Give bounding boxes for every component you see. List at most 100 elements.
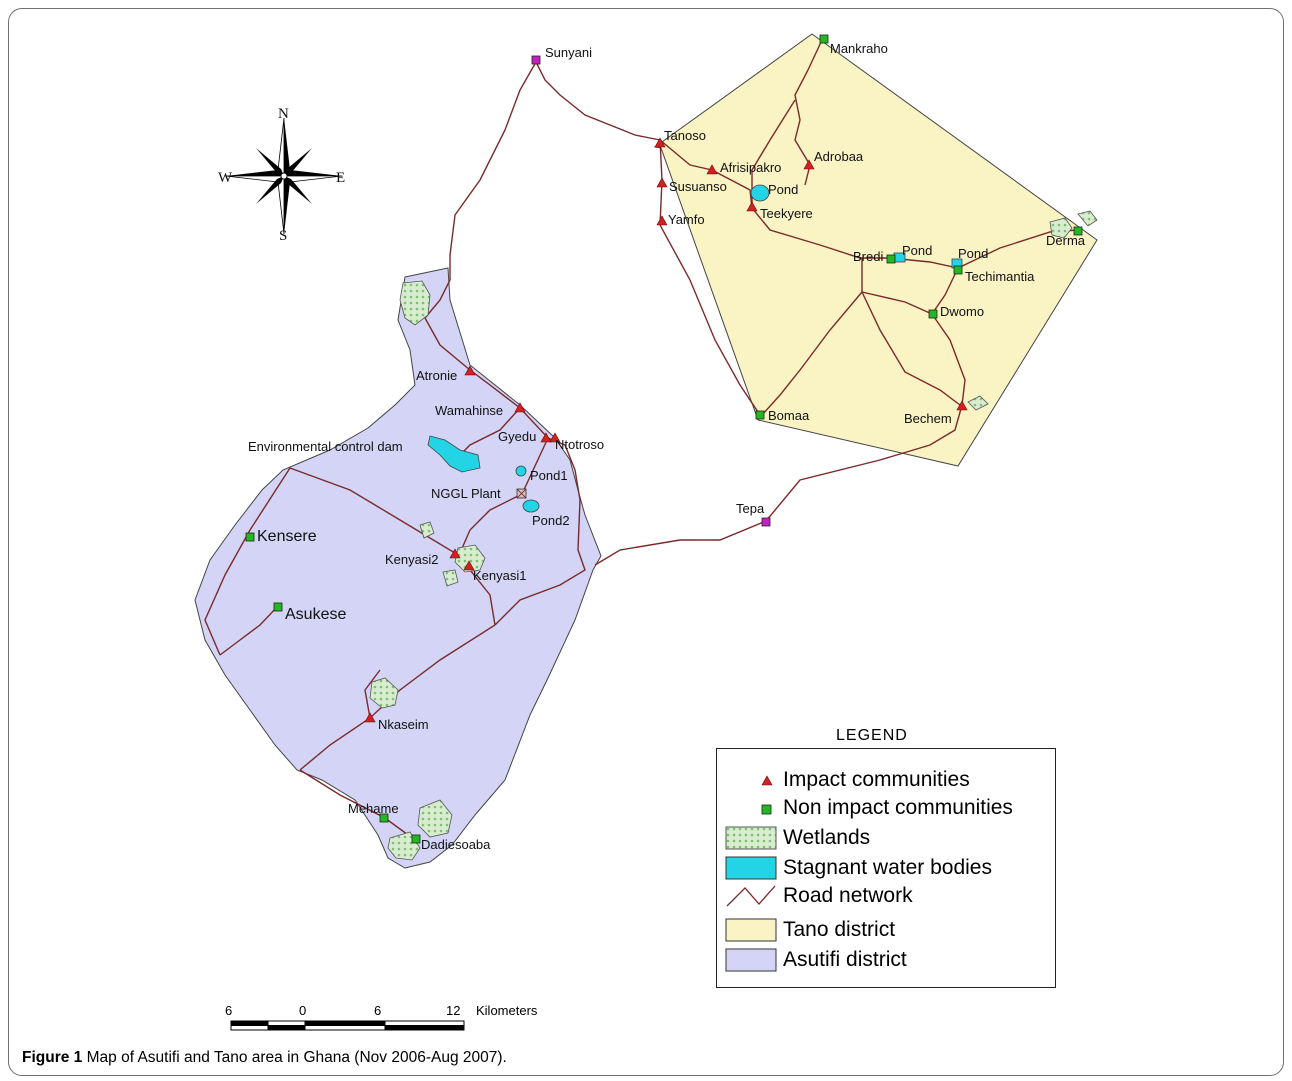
marker-atronie xyxy=(464,365,476,376)
water-fill-icon xyxy=(725,856,777,880)
marker-nggl-plant xyxy=(516,488,527,499)
legend-label-roads: Road network xyxy=(783,884,913,907)
marker-dadiesoaba xyxy=(411,834,421,844)
figure-frame xyxy=(8,8,1284,1076)
marker-tanoso xyxy=(654,137,666,148)
marker-adrobaa xyxy=(803,159,815,170)
marker-kensere xyxy=(245,532,255,542)
green-square-icon xyxy=(761,804,772,815)
marker-kenyasi2 xyxy=(449,548,461,559)
legend-item-water: Stagnant water bodies xyxy=(717,855,1055,883)
label-bredi: Bredi xyxy=(853,249,883,264)
label-pond2: Pond2 xyxy=(532,513,570,528)
scale-tick-6-left: 6 xyxy=(225,1003,233,1018)
town-markers xyxy=(516,55,771,527)
label-gyedu: Gyedu xyxy=(498,429,536,444)
marker-asukese xyxy=(273,602,283,612)
label-mankraho: Mankraho xyxy=(830,41,888,56)
compass-west-label: W xyxy=(218,170,233,186)
label-dwomo: Dwomo xyxy=(940,304,984,319)
legend-label-non-impact: Non impact communities xyxy=(783,796,1013,819)
label-pond-bredi: Pond xyxy=(902,243,932,258)
marker-bomaa xyxy=(755,410,765,420)
non-impact-community-markers xyxy=(245,34,1083,844)
label-techimantia: Techimantia xyxy=(965,269,1035,284)
label-tepa: Tepa xyxy=(736,501,765,516)
label-nkaseim: Nkaseim xyxy=(378,717,429,732)
scale-tick-12: 12 xyxy=(446,1003,461,1018)
legend-title: LEGEND xyxy=(836,727,908,744)
caption-label: Figure 1 xyxy=(22,1049,83,1066)
marker-bechem xyxy=(956,400,968,411)
marker-mehame xyxy=(379,813,389,823)
label-bomaa: Bomaa xyxy=(768,408,810,423)
label-adrobaa: Adrobaa xyxy=(814,149,864,164)
marker-bredi xyxy=(886,254,896,264)
marker-techimantia xyxy=(953,265,963,275)
compass-north-label: N xyxy=(278,106,289,122)
scale-tick-6-right: 6 xyxy=(374,1003,382,1018)
legend-item-non-impact: Non impact communities xyxy=(717,795,1055,823)
legend-item-wetlands: Wetlands xyxy=(717,825,1055,853)
marker-tepa xyxy=(761,517,771,527)
legend-label-tano: Tano district xyxy=(783,918,896,941)
marker-kenyasi1 xyxy=(463,560,475,571)
tano-fill-icon xyxy=(725,918,777,942)
label-kenyasi1: Kenyasi1 xyxy=(473,568,526,583)
label-susuanso: Susuanso xyxy=(669,179,727,194)
scale-tick-0: 0 xyxy=(299,1003,307,1018)
scale-bar xyxy=(230,1020,465,1031)
stagnant-water xyxy=(427,184,963,513)
marker-mankraho xyxy=(819,34,829,44)
label-afrisipakro: Afrisipakro xyxy=(720,160,781,175)
label-tanoso: Tanoso xyxy=(664,128,706,143)
label-env-dam: Environmental control dam xyxy=(248,439,403,454)
label-ntotroso: Ntotroso xyxy=(555,437,604,452)
label-yamfo: Yamfo xyxy=(668,212,705,227)
label-sunyani: Sunyani xyxy=(545,45,592,60)
scale-unit: Kilometers xyxy=(476,1003,538,1018)
red-triangle-icon xyxy=(761,775,773,786)
marker-susuanso xyxy=(656,177,668,188)
marker-nkaseim xyxy=(364,712,376,723)
marker-sunyani xyxy=(531,55,541,65)
place-labels: Sunyani Tepa Mankraho Tanoso Afrisipakro… xyxy=(248,41,1086,852)
label-atronie: Atronie xyxy=(416,368,457,383)
label-pond-techimantia: Pond xyxy=(958,246,988,261)
figure-caption: Figure 1 Map of Asutifi and Tano area in… xyxy=(22,1049,507,1067)
label-nggl-plant: NGGL Plant xyxy=(431,486,501,501)
compass-east-label: E xyxy=(336,170,345,186)
caption-text: Map of Asutifi and Tano area in Ghana (N… xyxy=(86,1049,507,1066)
compass-south-label: S xyxy=(279,228,287,244)
label-teekyere: Teekyere xyxy=(760,206,813,221)
label-kenyasi2: Kenyasi2 xyxy=(385,552,438,567)
label-asukese: Asukese xyxy=(285,606,346,623)
impact-community-markers xyxy=(364,137,968,723)
label-derma: Derma xyxy=(1046,233,1086,248)
legend-label-wetlands: Wetlands xyxy=(783,826,871,849)
wetlands xyxy=(369,210,1098,861)
label-bechem: Bechem xyxy=(904,411,952,426)
legend-item-tano: Tano district xyxy=(717,917,1055,945)
legend-label-asutifi: Asutifi district xyxy=(783,948,907,971)
marker-gyedu xyxy=(540,432,552,443)
marker-teekyere xyxy=(746,201,758,212)
label-dadiesoaba: Dadiesoaba xyxy=(421,837,491,852)
label-pond-tano: Pond xyxy=(768,182,798,197)
marker-ntotroso xyxy=(549,432,561,443)
label-kensere: Kensere xyxy=(257,528,317,545)
label-wamahinse: Wamahinse xyxy=(435,403,503,418)
label-pond1: Pond1 xyxy=(530,468,568,483)
marker-yamfo xyxy=(656,215,668,226)
marker-derma xyxy=(1073,226,1083,236)
wetland-pattern-icon xyxy=(725,826,777,850)
legend-item-impact: Impact communities xyxy=(717,767,1055,795)
marker-wamahinse xyxy=(514,402,526,413)
legend-label-water: Stagnant water bodies xyxy=(783,856,992,879)
legend-item-roads: Road network xyxy=(717,883,1055,911)
legend-label-impact: Impact communities xyxy=(783,768,970,791)
marker-afrisipakro xyxy=(706,164,718,175)
road-line-icon xyxy=(726,885,776,907)
asutifi-fill-icon xyxy=(725,948,777,972)
compass-rose-icon xyxy=(225,117,343,235)
